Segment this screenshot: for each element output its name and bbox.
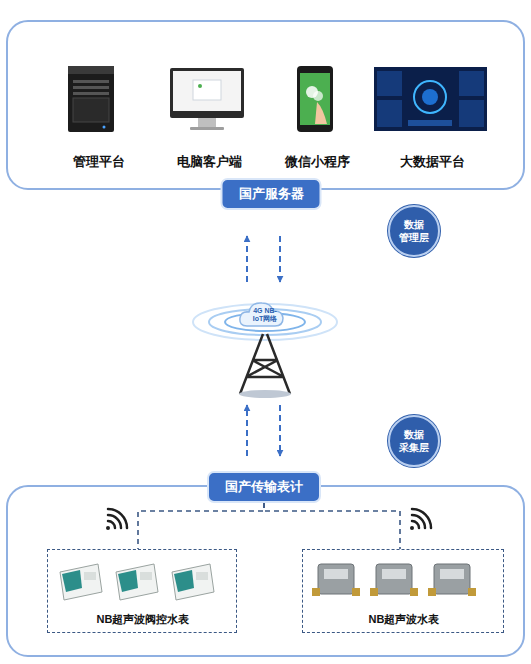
ultrasonic-meter (312, 564, 476, 596)
network-label: 4G NB-IoT网络 (243, 307, 287, 323)
platform-label: 微信小程序 (285, 153, 350, 171)
valve-meter (60, 564, 214, 600)
meter-group: NB超声波阀控水表 (47, 549, 237, 633)
monitor-icon (170, 68, 244, 130)
server-icon (68, 66, 114, 132)
panel-tab: 国产传输表计 (207, 471, 321, 503)
phone-icon (297, 66, 333, 132)
meter-label: NB超声波阀控水表 (97, 612, 190, 627)
layer-label: 数据 管理层 (397, 218, 431, 244)
wireless-link-line (138, 503, 264, 549)
data-flow-arrow (279, 405, 281, 456)
data-flow-arrow (246, 405, 248, 456)
layer-circle: 数据 管理层 (388, 205, 440, 257)
meter-label: NB超声波水表 (369, 612, 440, 627)
platform-label: 电脑客户端 (177, 153, 242, 171)
layer-circle: 数据 采集层 (388, 415, 440, 467)
wifi-symbol (410, 509, 431, 530)
meter-group: NB超声波水表 (302, 549, 504, 633)
network-tower (193, 303, 337, 398)
platform-label: 管理平台 (73, 153, 125, 171)
data-flow-arrow (246, 236, 248, 282)
network-cloud: 4G NB-IoT网络 (232, 296, 296, 398)
server-panel: 管理平台电脑客户端微信小程序大数据平台国产服务器 (6, 20, 525, 190)
wifi-symbol (106, 509, 127, 530)
panel-tab: 国产服务器 (221, 178, 322, 210)
dashboard-icon (374, 67, 487, 131)
layer-label: 数据 采集层 (397, 428, 431, 454)
platform-label: 大数据平台 (400, 153, 465, 171)
meter-panel: 国产传输表计NB超声波阀控水表NB超声波水表 (6, 485, 525, 657)
wireless-link-line (264, 503, 400, 549)
data-flow-arrow (279, 236, 281, 282)
